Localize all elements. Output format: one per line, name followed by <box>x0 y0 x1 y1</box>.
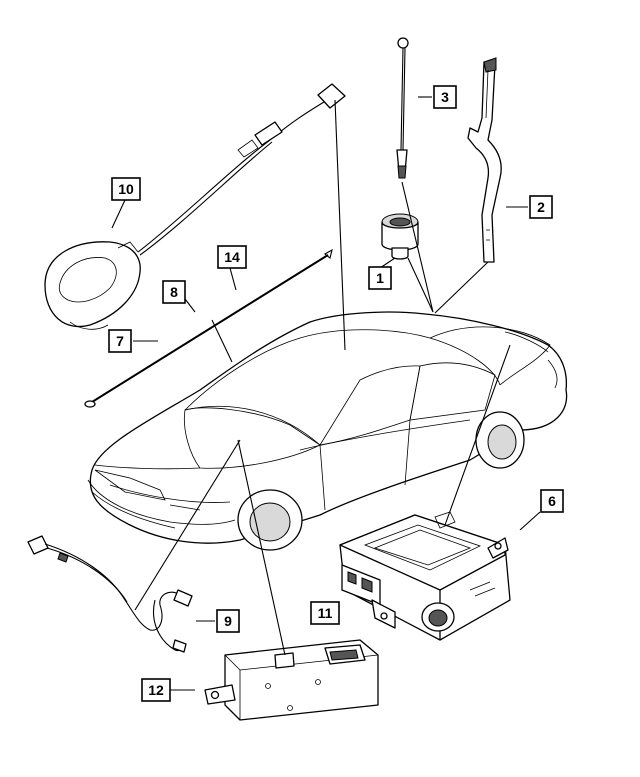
callout-12: 12 <box>141 678 171 702</box>
part-6-module <box>339 511 511 641</box>
callout-3: 3 <box>433 85 457 109</box>
callout-11-label: 11 <box>318 605 333 621</box>
callout-9: 9 <box>216 609 240 633</box>
callout-10-label: 10 <box>118 181 134 197</box>
callout-2-label: 2 <box>537 199 545 215</box>
part-3-antenna-mast <box>396 37 409 179</box>
callout-8: 8 <box>162 280 186 304</box>
callout-12-label: 12 <box>148 682 164 698</box>
part-1-antenna-nut <box>381 213 419 260</box>
callout-1-label: 1 <box>376 270 384 286</box>
callout-3-label: 3 <box>441 89 449 105</box>
part-12-module <box>204 639 379 721</box>
callout-7: 7 <box>108 329 132 353</box>
callout-14-label: 14 <box>224 249 240 265</box>
callout-6: 6 <box>540 489 564 513</box>
callout-10: 10 <box>111 177 141 201</box>
vehicle-illustration <box>87 311 568 551</box>
callout-9-label: 9 <box>224 613 232 629</box>
part-9-cable <box>27 535 193 653</box>
callout-8-label: 8 <box>170 284 178 300</box>
callout-6-label: 6 <box>548 493 556 509</box>
part-10-antenna-base <box>44 83 346 330</box>
leader-lines <box>111 96 541 691</box>
callout-1: 1 <box>368 266 392 290</box>
callout-2: 2 <box>529 195 553 219</box>
callout-11: 11 <box>310 601 340 625</box>
part-7-rod <box>84 248 333 408</box>
callout-7-label: 7 <box>116 333 124 349</box>
callout-14: 14 <box>217 245 247 269</box>
part-2-antenna-lead <box>467 57 502 263</box>
